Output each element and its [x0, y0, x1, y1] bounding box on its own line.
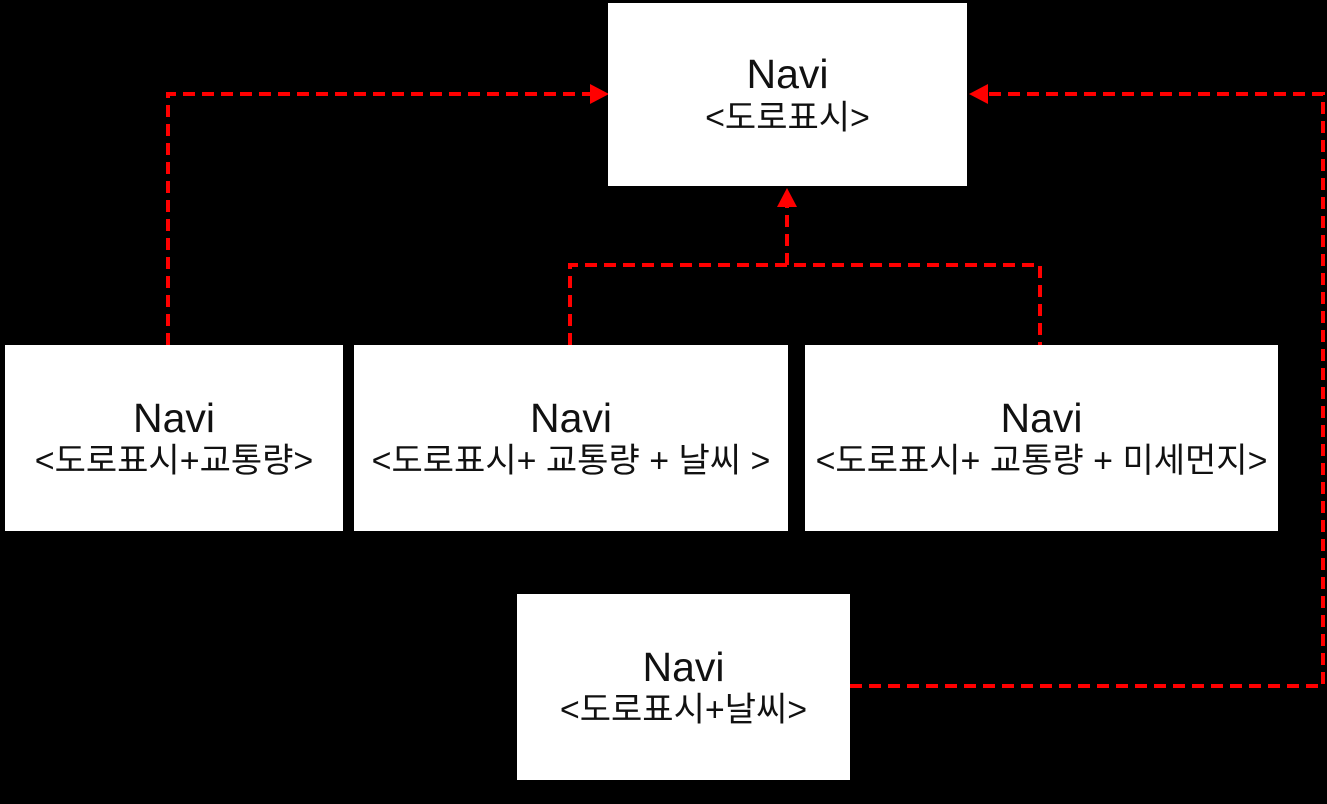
node-subtitle: <도로표시>	[705, 98, 870, 137]
node-title: Navi	[746, 51, 829, 98]
arrowhead-merge-to-top	[777, 188, 797, 207]
arrowhead-left-to-top	[590, 84, 609, 104]
node-subtitle: <도로표시+ 교통량 + 미세먼지>	[815, 442, 1268, 481]
node-title: Navi	[132, 394, 216, 441]
edge-left-to-top	[166, 92, 592, 345]
node-title: Navi	[642, 643, 725, 690]
node-subtitle: <도로표시+날씨>	[559, 691, 808, 730]
node-navi-road-weather: Navi <도로표시+날씨>	[517, 594, 850, 780]
node-subtitle: <도로표시+교통량>	[34, 442, 314, 481]
node-title: Navi	[529, 394, 613, 441]
node-navi-road-traffic: Navi <도로표시+교통량>	[5, 345, 343, 531]
node-subtitle: <도로표시+ 교통량 + 날씨 >	[371, 442, 771, 481]
node-navi-road-traffic-weather: Navi <도로표시+ 교통량 + 날씨 >	[354, 345, 788, 531]
arrowhead-bottom-to-top	[969, 84, 988, 104]
edge-middle-right-merge	[568, 263, 1042, 345]
edge-bottom-to-top	[850, 92, 1325, 688]
node-title: Navi	[1000, 394, 1083, 441]
node-navi-road: Navi <도로표시>	[608, 3, 967, 186]
node-navi-road-traffic-dust: Navi <도로표시+ 교통량 + 미세먼지>	[805, 345, 1278, 531]
